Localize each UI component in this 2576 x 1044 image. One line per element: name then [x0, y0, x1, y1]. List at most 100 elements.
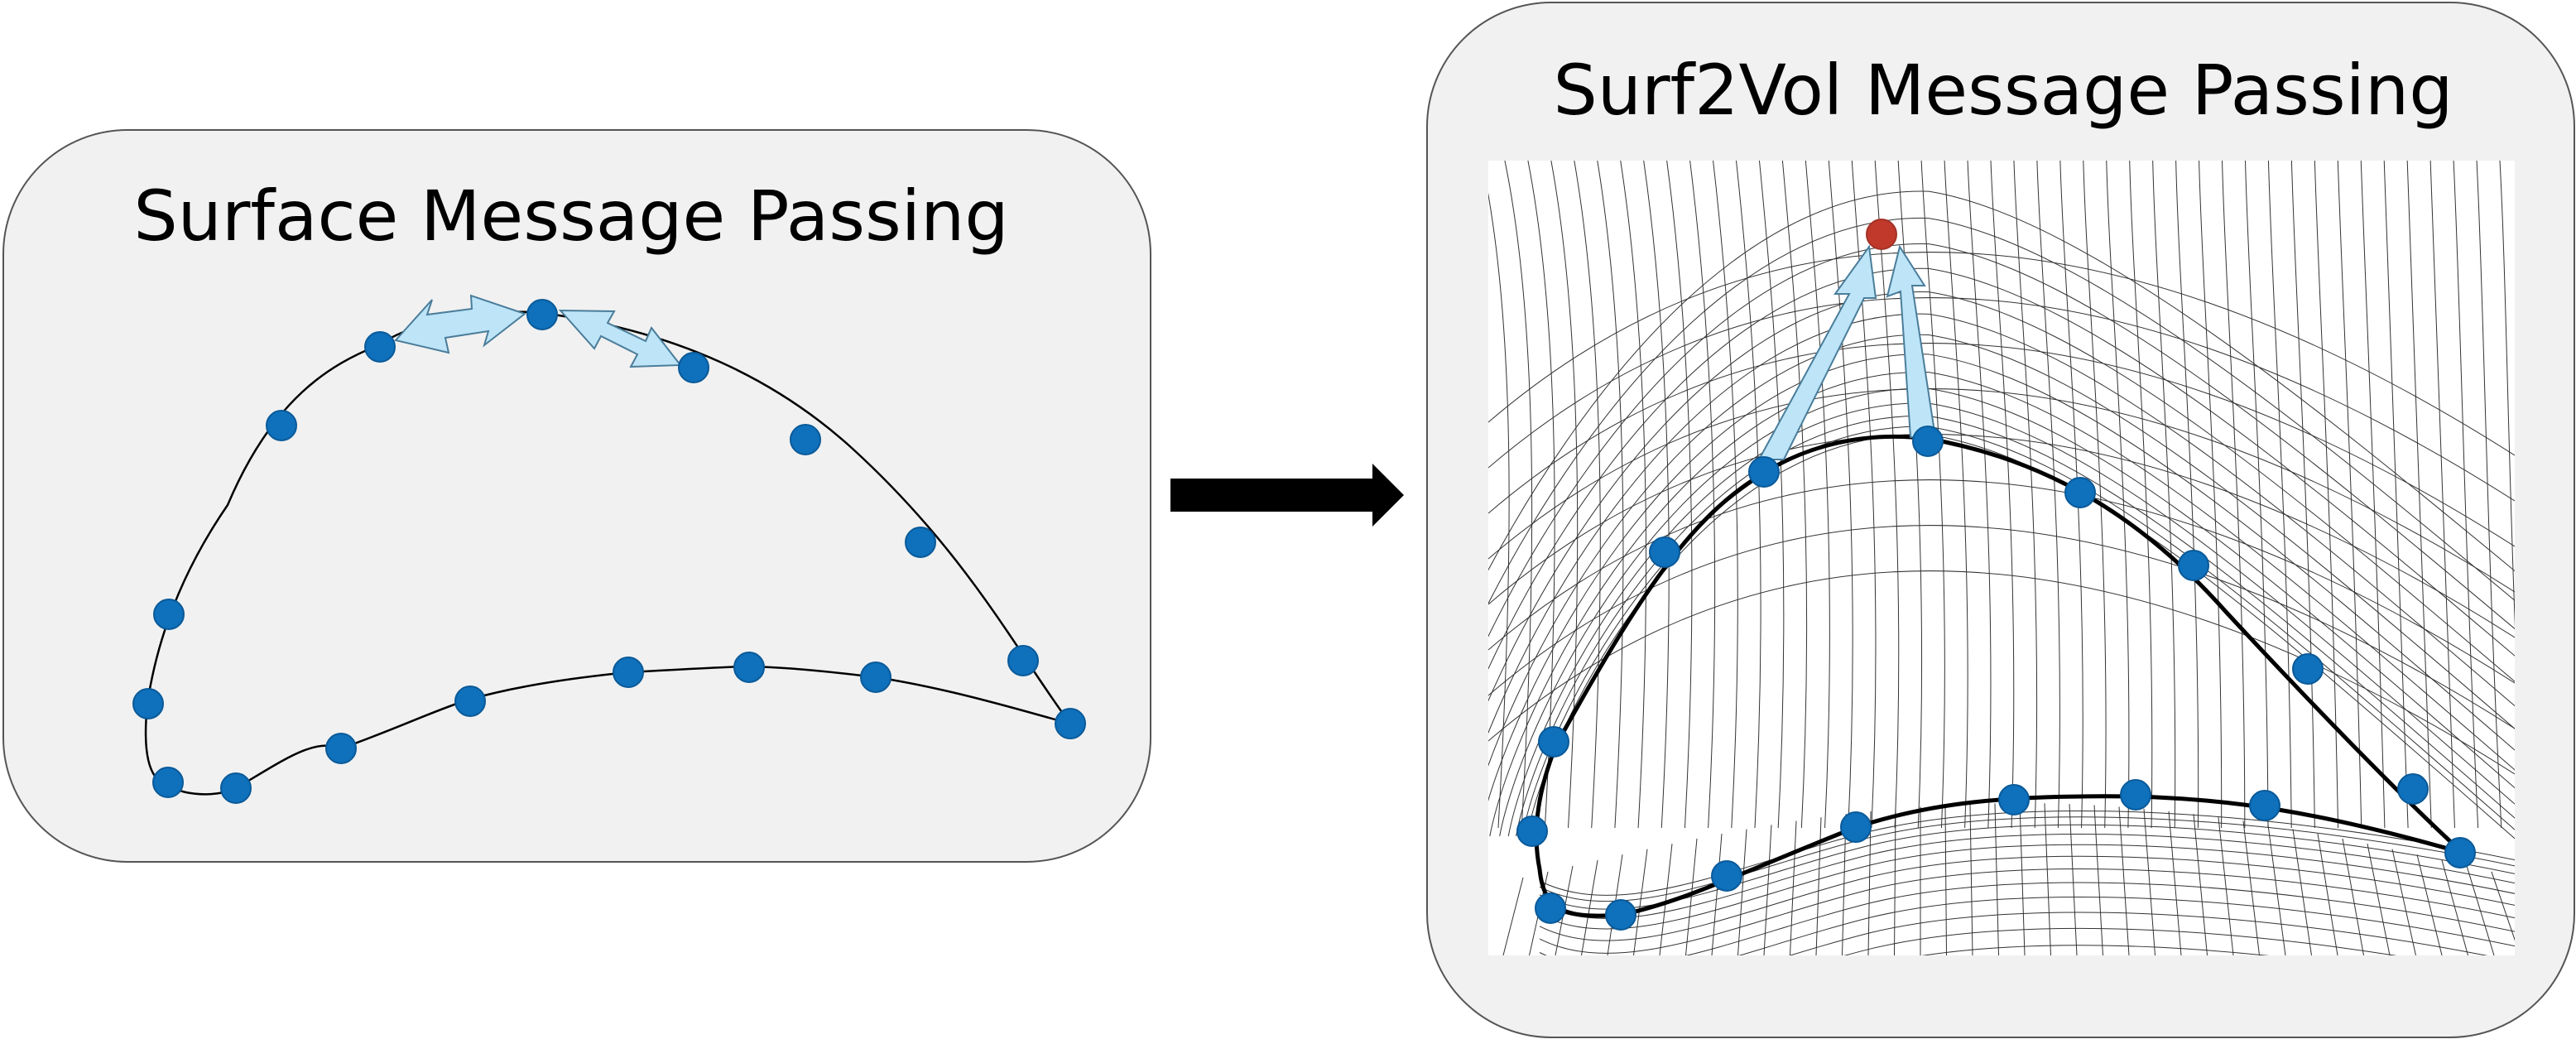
- mesh-line: [1633, 849, 1648, 955]
- surface-node: [266, 410, 297, 441]
- mesh-line: [1620, 161, 1647, 829]
- mesh-line: [1488, 267, 2515, 670]
- mesh-line: [2499, 161, 2515, 628]
- surface-node: [733, 652, 765, 683]
- mesh-line: [1539, 833, 2515, 919]
- mesh-line: [1659, 844, 1673, 955]
- mesh-line: [1990, 161, 2015, 829]
- mesh-line: [2059, 161, 2083, 829]
- surface-node: [454, 686, 486, 717]
- mesh-line: [2317, 834, 2338, 955]
- surface-node: [1055, 708, 1086, 739]
- mesh-line: [2218, 817, 2234, 955]
- mesh-line: [1789, 912, 2488, 955]
- mesh-line: [1643, 161, 1670, 829]
- surface-node: [1711, 860, 1742, 892]
- mesh-line: [1685, 838, 1698, 955]
- mesh-line: [1539, 855, 2515, 941]
- surface-node: [364, 331, 396, 363]
- right-surface-nodes: [1516, 426, 2476, 931]
- surface-node: [2249, 790, 2280, 821]
- mesh-line: [2337, 161, 2362, 829]
- mesh-line: [1488, 570, 2515, 775]
- surface-node: [2444, 837, 2476, 868]
- mesh-line: [2491, 871, 2515, 941]
- mesh-line: [2441, 859, 2468, 955]
- mesh-line: [1851, 161, 1877, 829]
- mesh-line: [1488, 434, 2515, 638]
- surface-node: [220, 772, 252, 804]
- mesh-line: [1488, 479, 2515, 684]
- mesh-line: [1689, 161, 1716, 829]
- mesh-line: [1969, 804, 1973, 955]
- mesh-line: [1539, 868, 2515, 954]
- surface-node: [613, 657, 644, 688]
- mesh-line: [1504, 161, 1533, 829]
- mesh-line: [1502, 877, 1524, 955]
- mesh-line: [2093, 805, 2103, 955]
- mesh-line: [1894, 808, 1896, 955]
- surface-node: [2292, 653, 2324, 685]
- surface-node: [152, 767, 184, 798]
- mesh-line: [2118, 806, 2130, 955]
- surface-node: [1748, 456, 1780, 488]
- surface-node: [2064, 477, 2096, 508]
- mesh-line: [1737, 829, 1747, 955]
- mesh-line: [1539, 824, 2515, 910]
- mesh-line: [2290, 161, 2315, 829]
- surface-node: [526, 299, 558, 330]
- mesh-line: [1527, 161, 1555, 829]
- mesh-line: [1597, 161, 1624, 829]
- right-message-arrows: [1757, 244, 1937, 460]
- surface-node: [153, 599, 185, 630]
- mesh-line: [1488, 334, 2515, 767]
- right-arrow-icon: [1170, 464, 1404, 527]
- double-headed-arrow-icon: [394, 294, 527, 354]
- mesh-line: [2367, 844, 2391, 955]
- mesh-line: [2267, 825, 2286, 955]
- surface-node: [2120, 779, 2151, 811]
- left-panel: Surface Message Passing: [2, 129, 1151, 863]
- mesh-line: [1967, 161, 1992, 829]
- surface-node: [132, 688, 164, 719]
- mesh-line: [2267, 161, 2292, 829]
- mesh-line: [1713, 161, 1738, 829]
- mesh-line: [1736, 161, 1761, 829]
- mesh-line: [2168, 811, 2182, 955]
- mesh-line: [2476, 161, 2502, 829]
- surface-node: [790, 424, 821, 455]
- mesh-line: [2453, 161, 2479, 829]
- surface-node: [678, 352, 709, 383]
- mesh-line: [2193, 814, 2208, 955]
- mesh-line: [1488, 388, 2515, 593]
- mesh-line: [1488, 252, 2515, 456]
- mesh-line: [2044, 803, 2051, 955]
- right-panel-title: Surf2Vol Message Passing: [1553, 50, 2453, 131]
- mesh-line: [1539, 810, 2515, 896]
- mesh-line: [2152, 161, 2176, 829]
- surface-node: [905, 527, 936, 558]
- single-arrow-icon: [1757, 244, 1877, 460]
- volume-target-node: [1866, 219, 1897, 250]
- mesh-line: [2391, 849, 2416, 955]
- mesh-line: [2222, 161, 2246, 829]
- mesh-line: [2143, 808, 2155, 955]
- surface-node: [1007, 645, 1039, 676]
- mesh-line: [2036, 161, 2060, 829]
- mesh-line: [2466, 865, 2495, 955]
- mesh-line: [1488, 218, 2515, 605]
- mesh-line: [1539, 816, 2515, 902]
- mesh-line: [2360, 161, 2386, 829]
- mesh-line: [2175, 161, 2199, 829]
- mesh-line: [1828, 161, 1853, 829]
- surface-node: [325, 733, 357, 764]
- mesh-line: [1805, 161, 1830, 829]
- surface-node: [1998, 784, 2030, 815]
- mesh-line: [1488, 343, 2515, 547]
- mesh-line: [1738, 896, 2515, 955]
- mesh-line: [1488, 525, 2515, 729]
- mesh-line: [2314, 161, 2339, 829]
- surface-node: [1516, 815, 1548, 847]
- surface-node: [2178, 550, 2209, 581]
